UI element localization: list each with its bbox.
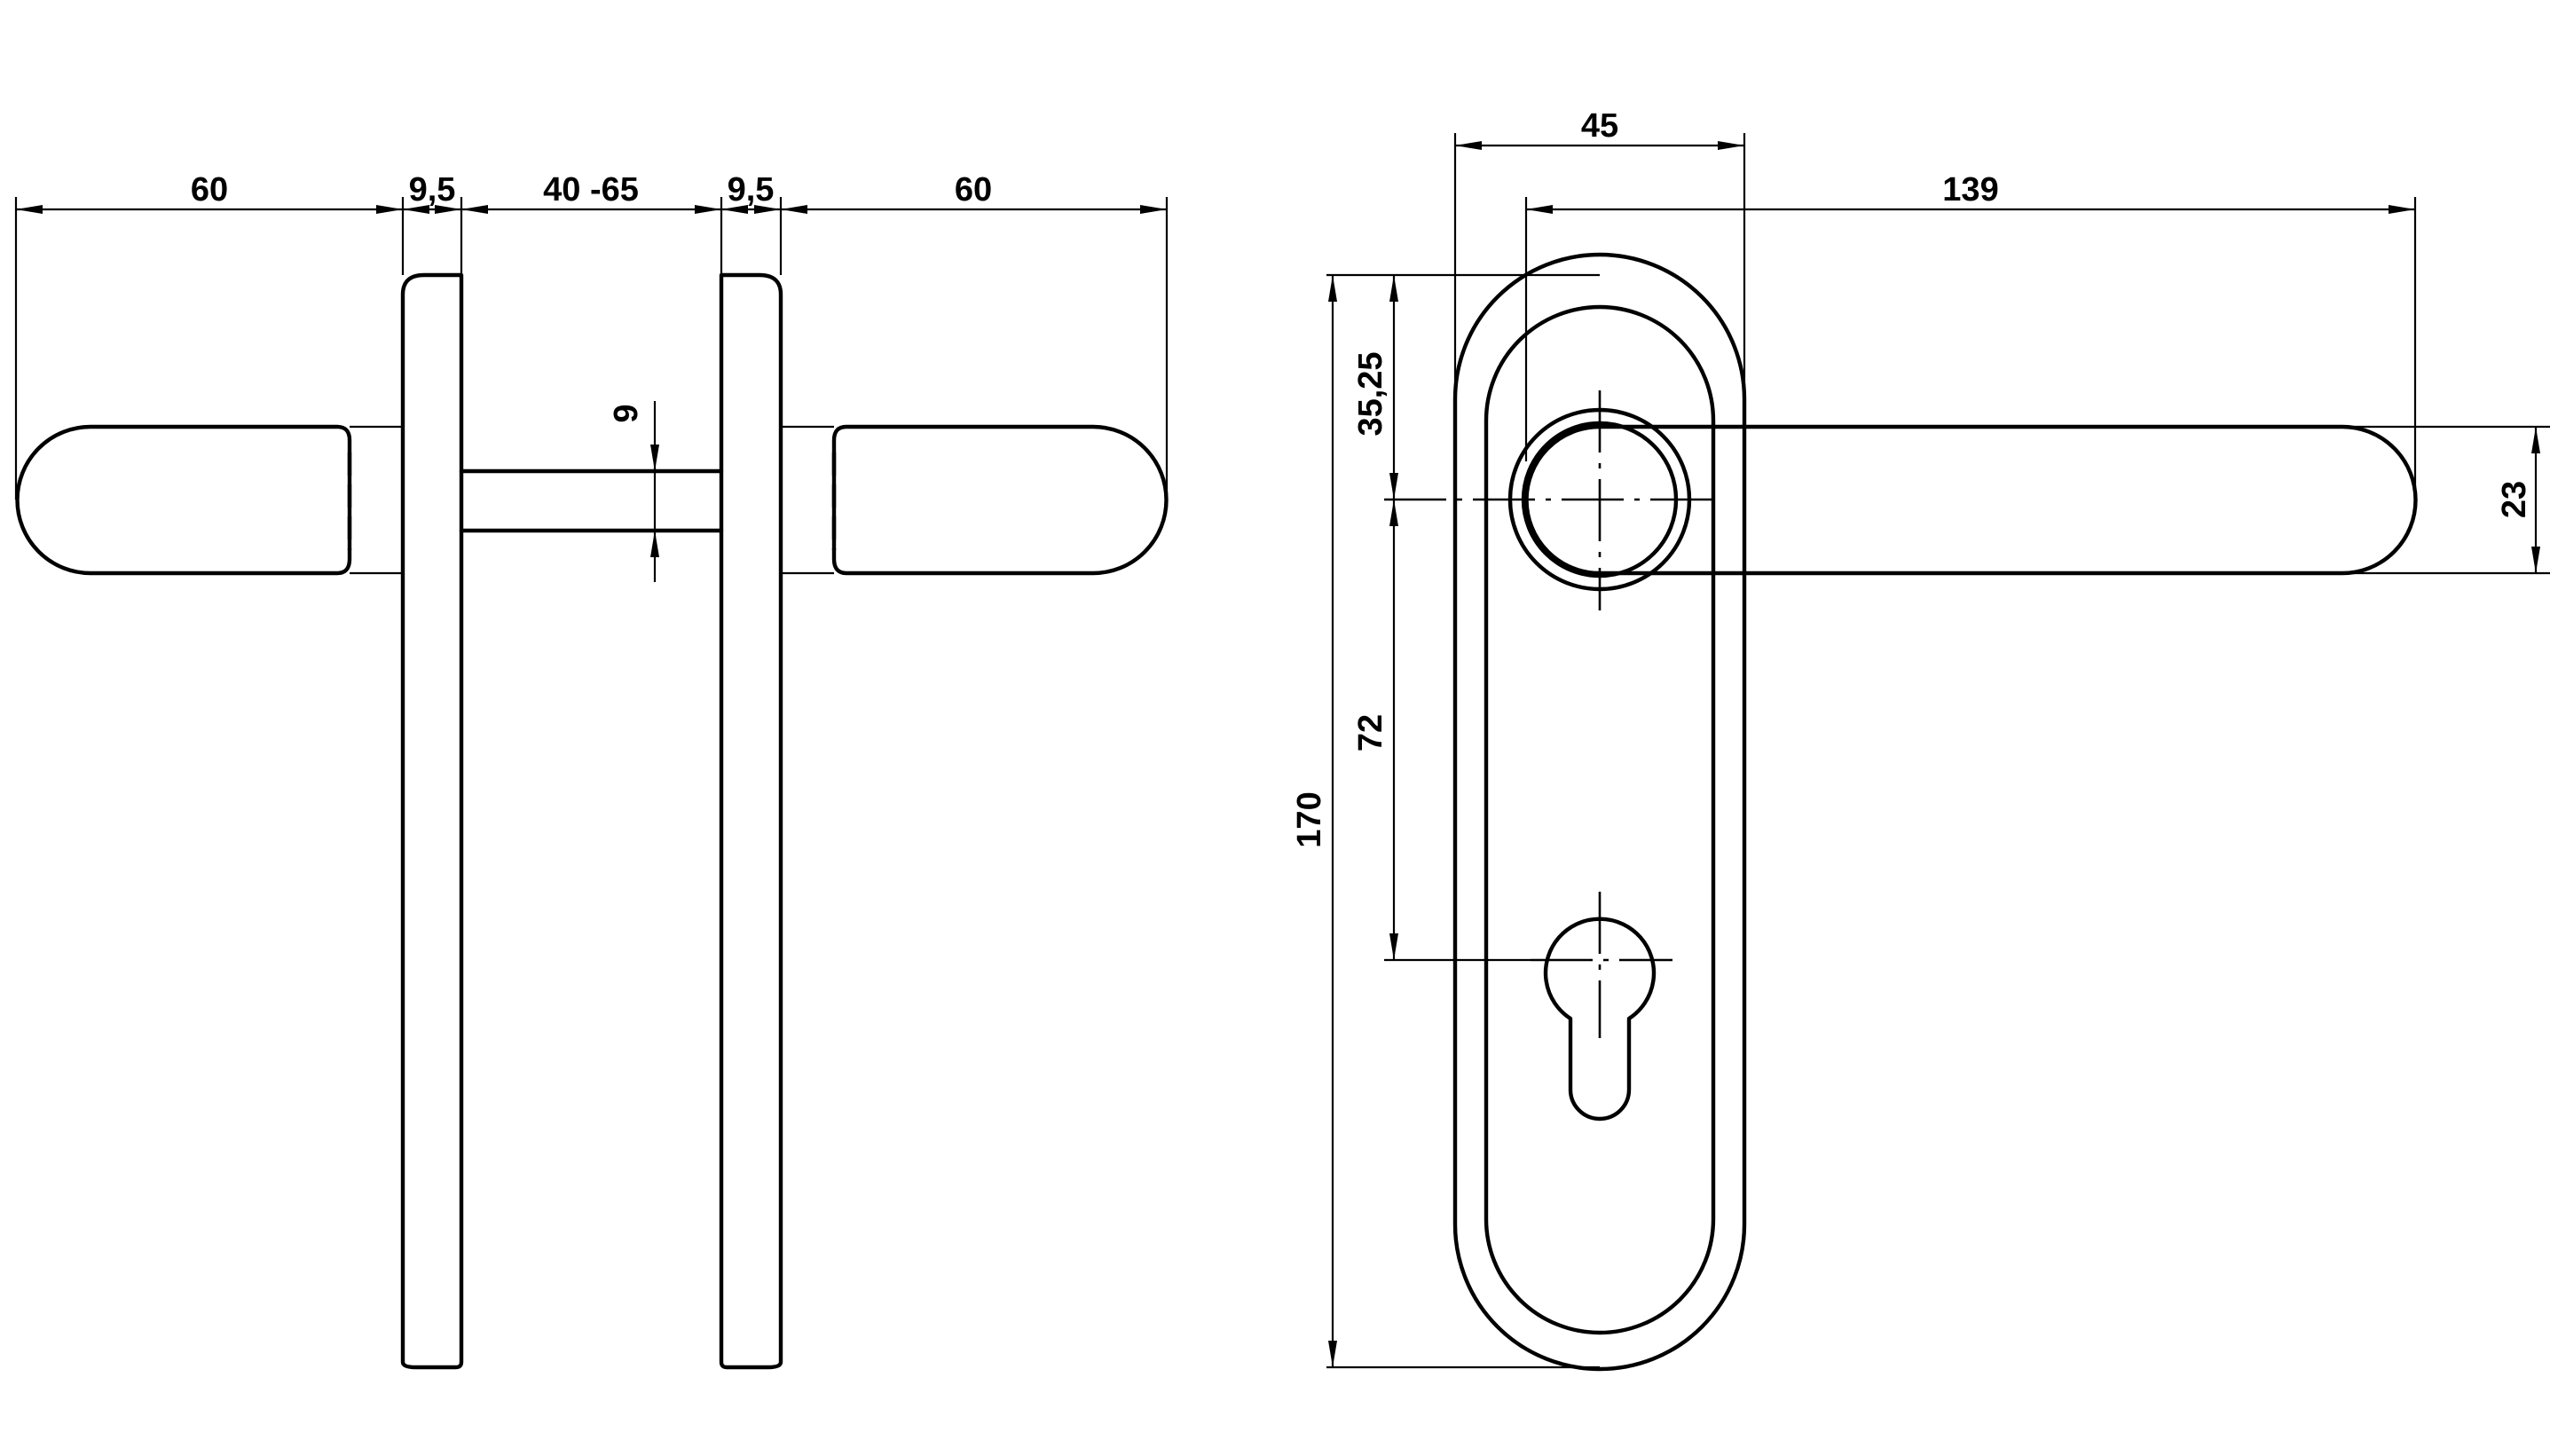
left-lever (15, 424, 403, 576)
dim-lever-length: 139 (1942, 171, 1998, 209)
cylinder-keyhole (1531, 892, 1672, 1122)
dim-plate-width: 45 (1581, 107, 1618, 145)
right-backplate (719, 272, 783, 1370)
dim-plate-right: 9,5 (728, 171, 775, 209)
front-lever (1597, 424, 2418, 576)
front-view: 45 139 35,25 72 170 23 (1291, 107, 2550, 1372)
right-lever (781, 424, 1169, 576)
dim-lever-right: 60 (955, 171, 992, 209)
side-extension-lines (14, 197, 1169, 532)
left-backplate (400, 272, 464, 1370)
front-dimension-lines (1328, 141, 2540, 1367)
dim-door-thickness: 40 -65 (543, 171, 639, 209)
dim-lever-left: 60 (191, 171, 228, 209)
dim-top-to-spindle: 35,25 (1352, 351, 1389, 436)
side-view: 60 9,5 40 -65 9,5 60 9 (14, 171, 1169, 1370)
dim-plate-height: 170 (1291, 791, 1328, 847)
dim-lever-height: 23 (2496, 481, 2533, 518)
dim-spindle-to-cylinder: 72 (1352, 714, 1389, 752)
front-backplate-inner (1484, 304, 1716, 1335)
front-extension-lines (1326, 133, 2550, 1369)
spindle (459, 468, 724, 533)
dim-plate-left: 9,5 (409, 171, 456, 209)
dim-spindle: 9 (608, 404, 645, 422)
spindle-centerline (1384, 390, 1712, 610)
